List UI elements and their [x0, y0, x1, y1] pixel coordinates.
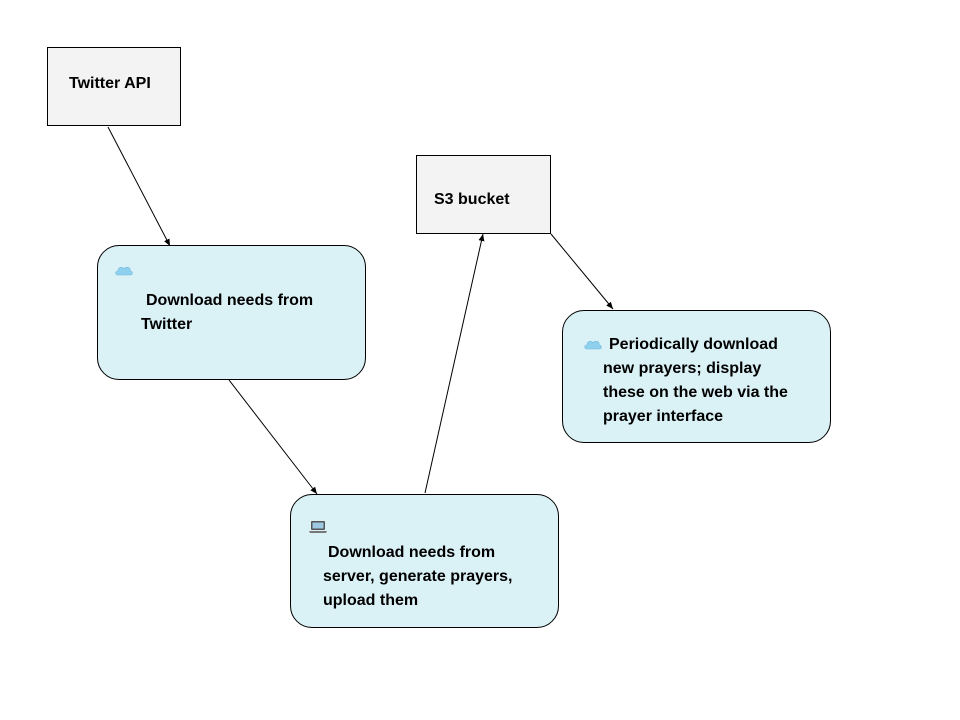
edge-twitter-api-to-download-twitter: [107, 126, 171, 247]
generate-prayers-node[interactable]: Download needs from server, generate pra…: [290, 494, 559, 628]
laptop-icon: [309, 521, 327, 533]
cloud-icon: [584, 340, 602, 350]
cloud-icon: [115, 266, 133, 276]
download-twitter-line-1: Download needs from: [146, 292, 314, 309]
edge-download-twitter-to-generate-prayers: [228, 379, 318, 495]
generate-prayers-line-1: Download needs from: [328, 544, 496, 561]
display-prayers-line-1: Periodically download: [609, 336, 778, 353]
display-prayers-line-4: prayer interface: [603, 408, 724, 425]
edge-s3-bucket-to-display-prayers: [550, 233, 614, 310]
edge-generate-prayers-to-s3-bucket: [424, 233, 485, 494]
generate-prayers-line-2: server, generate prayers,: [323, 568, 513, 585]
display-prayers-line-3: these on the web via the: [603, 384, 788, 401]
download-twitter-line-2: Twitter: [141, 316, 193, 333]
s3-bucket-label: S3 bucket: [434, 191, 510, 208]
twitter-api-node[interactable]: Twitter API: [47, 47, 181, 126]
twitter-api-label: Twitter API: [69, 75, 151, 92]
display-prayers-line-2: new prayers; display: [603, 360, 762, 377]
display-prayers-node[interactable]: Periodically download new prayers; displ…: [562, 310, 831, 443]
download-twitter-node[interactable]: Download needs from Twitter: [97, 245, 366, 380]
generate-prayers-line-3: upload them: [323, 592, 419, 609]
s3-bucket-node[interactable]: S3 bucket: [416, 155, 551, 234]
